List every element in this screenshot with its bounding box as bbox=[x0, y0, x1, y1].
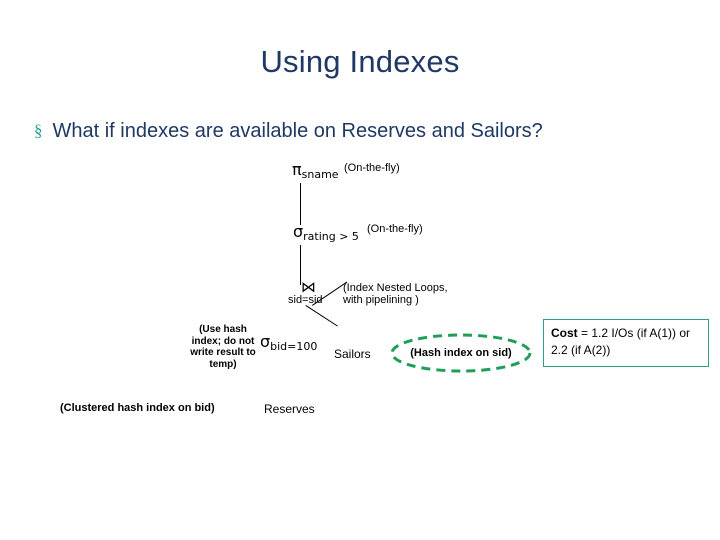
cost-label: Cost bbox=[551, 326, 578, 340]
cost-text: = 1.2 I/Os (if A(1)) or 2.2 (if A(2)) bbox=[551, 326, 691, 357]
edge-projection-to-selection bbox=[300, 183, 301, 225]
projection-annotation: (On-the-fly) bbox=[344, 162, 400, 174]
relation-reserves: Reserves bbox=[264, 402, 315, 416]
selection-bid-subscript: bid=100 bbox=[270, 340, 318, 353]
bullet-text: What if indexes are available on Reserve… bbox=[52, 120, 543, 142]
dashed-ellipse-icon bbox=[390, 333, 532, 373]
selection-rating-operator: σrating > 5 bbox=[293, 222, 359, 243]
selection-bid-symbol: σ bbox=[260, 332, 271, 351]
join-operator-symbol: ⋈ bbox=[301, 278, 316, 296]
selection-rating-symbol: σ bbox=[293, 222, 304, 241]
projection-operator: πsname bbox=[292, 160, 339, 181]
join-annotation-line2: with pipelining ) bbox=[343, 294, 419, 306]
hash-index-callout: (Hash index on sid) bbox=[390, 333, 532, 373]
selection-rating-annotation: (On-the-fly) bbox=[367, 223, 423, 235]
selection-bid-operator: σbid=100 bbox=[260, 332, 318, 353]
bullet-marker-icon: § bbox=[34, 121, 43, 140]
edge-selection-to-join bbox=[300, 245, 301, 285]
edge-join-to-left-branch bbox=[305, 305, 338, 327]
hash-index-callout-label: (Hash index on sid) bbox=[410, 347, 512, 359]
projection-symbol: π bbox=[292, 160, 302, 179]
left-branch-note: (Use hash index; do not write result to … bbox=[190, 324, 256, 370]
cost-box: Cost = 1.2 I/Os (if A(1)) or 2.2 (if A(2… bbox=[543, 319, 709, 367]
join-annotation-line1: (Index Nested Loops, bbox=[343, 282, 448, 294]
projection-subscript: sname bbox=[301, 168, 339, 181]
selection-rating-subscript: rating > 5 bbox=[303, 230, 359, 243]
bullet-row: § What if indexes are available on Reser… bbox=[34, 118, 694, 144]
reserves-index-note: (Clustered hash index on bid) bbox=[60, 402, 215, 414]
page-title: Using Indexes bbox=[260, 44, 460, 79]
relation-sailors: Sailors bbox=[334, 347, 371, 361]
